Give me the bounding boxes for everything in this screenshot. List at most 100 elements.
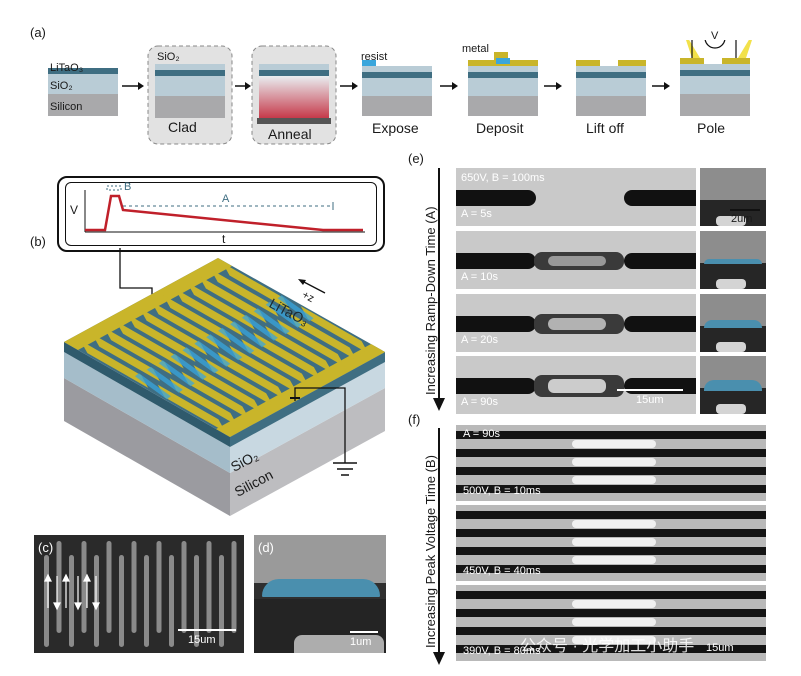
step-deposit: Deposit xyxy=(476,120,524,136)
pulse-y-axis: V xyxy=(70,203,79,217)
panel-e-crosssection xyxy=(700,294,766,352)
micrograph-finger xyxy=(56,541,62,633)
layer-label-silicon: Silicon xyxy=(50,101,83,113)
electrode-finger-top xyxy=(198,275,267,324)
panel-c-micrograph xyxy=(34,535,244,653)
panel-c-letter: (c) xyxy=(38,540,54,555)
panel-d-scalebar xyxy=(350,631,378,633)
poled-domain xyxy=(218,327,255,354)
micrograph-finger xyxy=(156,541,162,633)
arrow-1 xyxy=(122,82,144,90)
process-flow-diagram xyxy=(48,40,752,145)
poled-domain xyxy=(241,314,278,341)
panel-e-letter: (e) xyxy=(408,151,424,166)
electrode-finger-bottom xyxy=(300,306,369,354)
panel-b-letter: (b) xyxy=(30,234,46,249)
panel-f-row-caption: 450V, B = 40ms xyxy=(463,565,541,577)
electrode-finger-top xyxy=(175,288,243,337)
voltmeter-label: V xyxy=(711,30,719,42)
micrograph-finger xyxy=(206,541,212,633)
panel-f-letter: (f) xyxy=(408,412,421,427)
step-expose: Expose xyxy=(372,120,419,136)
panel-e-crosssection xyxy=(700,356,766,414)
poled-domain xyxy=(146,366,183,393)
electrode-fingers xyxy=(80,262,369,433)
electrode-finger-bottom xyxy=(169,378,238,426)
electrode-finger-bottom xyxy=(265,325,333,374)
electrode-finger-top xyxy=(210,269,279,317)
metal-label: metal xyxy=(462,43,489,55)
electrode-finger-top xyxy=(222,262,291,311)
electrode-finger-bottom xyxy=(241,338,309,387)
electrode-finger-top xyxy=(151,301,220,350)
micrograph-finger xyxy=(81,541,87,633)
pulse-label-b: B xyxy=(124,181,132,193)
arrow-2 xyxy=(235,82,251,90)
pulse-x-axis: t xyxy=(222,232,226,246)
electrode-finger-bottom xyxy=(157,384,226,433)
panel-d-scale-label: 1um xyxy=(350,636,372,648)
panel-d-micrograph xyxy=(254,535,386,653)
layer-label-sio2: SiO₂ xyxy=(50,80,73,92)
poled-domain xyxy=(194,340,231,367)
panel-e-crosssection xyxy=(700,168,766,226)
step-pole: Pole xyxy=(697,120,726,136)
panel-d-letter: (d) xyxy=(258,540,274,555)
panel-a-letter: (a) xyxy=(30,25,46,40)
poled-domain xyxy=(265,301,302,328)
electrode-finger-bottom xyxy=(276,319,345,367)
micrograph-finger xyxy=(169,555,174,647)
device-3d-diagram xyxy=(64,248,385,516)
panel-e-scale-small-label: 2um xyxy=(731,213,753,225)
panel-e-scalebar-small xyxy=(730,209,760,211)
panel-f-image-row xyxy=(456,425,766,501)
panel-f-image-row xyxy=(456,585,766,661)
electrode-finger-bottom xyxy=(288,312,357,361)
electrode-finger-bottom xyxy=(229,345,297,393)
electrode-finger-top xyxy=(187,282,255,330)
panel-f-header: A = 90s xyxy=(463,428,501,440)
poled-domain xyxy=(277,295,314,322)
poled-domain xyxy=(253,308,290,335)
domain-arrows xyxy=(44,573,100,611)
pulse-plot xyxy=(84,185,365,233)
poled-domain xyxy=(170,353,207,380)
panel-f-row-caption: 500V, B = 10ms xyxy=(463,485,541,497)
panel-e-row-caption: A = 20s xyxy=(461,334,499,346)
watermark: 公众号 · 光学加工小助手 xyxy=(520,638,695,655)
arrow-4 xyxy=(440,82,458,90)
micrograph-finger xyxy=(219,555,224,647)
micrograph-finger xyxy=(131,541,137,633)
panel-e-arrow xyxy=(433,168,445,411)
poled-domain xyxy=(182,347,219,374)
electrode-finger-bottom xyxy=(193,365,262,413)
panel-f-scale-label: 15um xyxy=(706,642,734,654)
electrode-finger-top xyxy=(104,327,172,375)
electrode-finger-top xyxy=(127,314,196,363)
poled-domain xyxy=(134,373,171,400)
micrograph-finger xyxy=(119,555,124,647)
panel-e-row-caption: A = 10s xyxy=(461,271,499,283)
micrograph-finger xyxy=(69,555,74,647)
electrode-finger-bottom xyxy=(205,358,274,406)
voltmeter-icon xyxy=(704,40,726,49)
panel-f-row-caption: 390V, B = 80ms xyxy=(463,645,541,657)
micrograph-finger xyxy=(144,555,149,647)
panel-e-row-caption: A = 90s xyxy=(461,396,499,408)
micrograph-finger xyxy=(181,541,187,633)
electrode-finger-bottom xyxy=(253,332,321,380)
micrograph-finger xyxy=(106,541,112,633)
arrow-6 xyxy=(652,82,670,90)
panel-e-image-row xyxy=(456,294,696,352)
panel-e-image-row xyxy=(456,231,696,289)
electrode-finger-top xyxy=(139,308,208,356)
panel-c-fingers xyxy=(44,541,237,647)
pulse-inset xyxy=(57,176,385,252)
panel-f-image-row xyxy=(456,505,766,581)
panel-e-scalebar-large xyxy=(617,389,683,391)
panel-e-image-row xyxy=(456,168,696,226)
panel-e-header: 650V, B = 100ms xyxy=(461,172,545,184)
panel-e-scale-large-label: 15um xyxy=(636,394,664,406)
pulse-label-a: A xyxy=(222,193,230,205)
electrode-finger-top xyxy=(80,340,149,388)
